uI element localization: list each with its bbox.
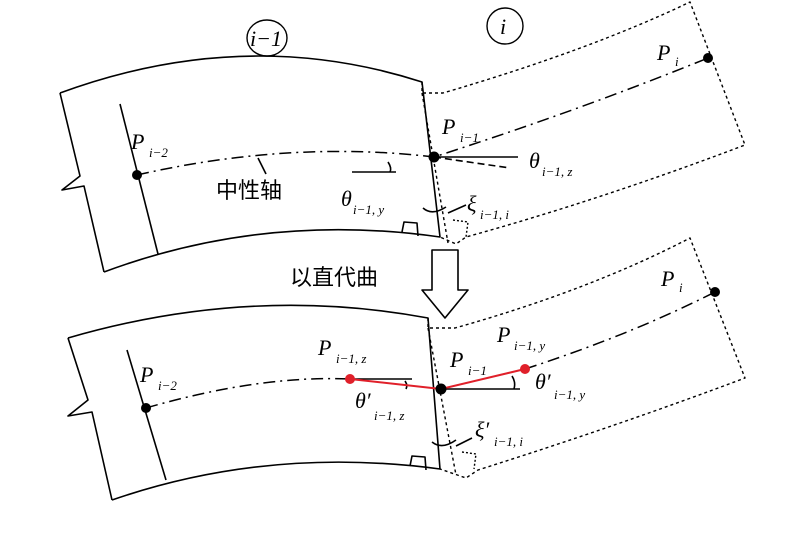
label-xi-bottom-sub: i−1, i	[494, 434, 523, 449]
right-angle-mark	[401, 221, 419, 237]
point-p-i-bottom	[710, 287, 720, 297]
bottom-section-line-prev	[126, 349, 167, 481]
bottom-joint-dotted-box	[461, 451, 477, 470]
bottom-neutral-axis-line	[145, 291, 716, 409]
label-theta-z-top: θ	[529, 148, 540, 173]
bottom-segment-prev-outline	[67, 304, 441, 501]
chord-y	[440, 368, 526, 390]
label-xi-top: ξ	[467, 191, 477, 216]
point-p-im1-z	[345, 374, 355, 384]
label-p-i-bottom-sub: i	[679, 280, 683, 295]
joint-dotted-box	[452, 219, 469, 238]
label-xi-bottom: ξ′	[475, 417, 490, 442]
neutral-axis-label: 中性轴	[216, 179, 282, 204]
transform-arrow	[421, 249, 469, 319]
bottom-diagram	[67, 237, 746, 501]
label-p-i-bottom: P	[660, 266, 674, 291]
chord-z	[349, 378, 442, 390]
xi-leader	[447, 204, 467, 214]
top-diagram	[59, 1, 746, 273]
label-p-i-top-sub: i	[675, 54, 679, 69]
xi-arc	[422, 206, 447, 213]
neutral-axis-line	[136, 57, 709, 176]
point-p-im1-y	[520, 364, 530, 374]
label-theta-y-top: θ	[341, 186, 352, 211]
point-p-i-top	[703, 53, 713, 63]
segment-curr-outline	[421, 1, 746, 245]
segment-prev-circle	[246, 19, 288, 57]
label-p-im2-bottom-sub: i−2	[158, 378, 177, 393]
label-p-im1-top-sub: i−1	[460, 130, 479, 145]
label-p-i-top: P	[656, 40, 670, 65]
label-p-im2-top: P	[130, 129, 144, 154]
segment-curr-inner-edge	[421, 92, 449, 244]
label-p-im2-bottom: P	[139, 362, 153, 387]
bottom-xi-arc	[431, 439, 457, 447]
label-p-im1z-sub: i−1, z	[336, 351, 366, 366]
point-p-im2-top	[132, 170, 142, 180]
point-p-im2-bottom	[141, 403, 151, 413]
label-p-im1-bottom: P	[449, 347, 463, 372]
bottom-right-angle-mark	[409, 455, 427, 471]
theta-z-tangent	[433, 156, 511, 169]
label-p-im1y-sub: i−1, y	[514, 338, 545, 353]
label-p-im1z: P	[317, 335, 331, 360]
label-p-im1y: P	[496, 322, 510, 347]
label-p-im2-top-sub: i−2	[149, 145, 168, 160]
point-p-im1-top	[428, 151, 440, 163]
label-theta-z-top-sub: i−1, z	[542, 164, 572, 179]
label-theta-y-bottom: θ′	[535, 369, 552, 394]
bottom-theta-y-arc	[511, 375, 516, 390]
label-xi-top-sub: i−1, i	[480, 207, 509, 222]
bottom-break-line	[67, 337, 113, 501]
neutral-axis-leader	[257, 157, 267, 175]
break-line	[59, 92, 105, 273]
bottom-segment-curr-outline	[427, 237, 746, 479]
label-p-im1-top: P	[441, 114, 455, 139]
bottom-xi-leader	[455, 437, 473, 447]
theta-y-arc	[387, 161, 392, 173]
label-theta-z-bottom: θ′	[355, 388, 372, 413]
segment-curr-circle	[486, 7, 524, 45]
segment-prev-outline	[59, 55, 441, 273]
label-p-im1-bottom-sub: i−1	[468, 363, 487, 378]
transform-label: 以直代曲	[290, 266, 378, 291]
point-p-im1-bottom	[435, 383, 447, 395]
segment-prev-label: i−1	[250, 26, 282, 51]
bottom-segment-curr-inner-edge	[427, 327, 457, 476]
label-theta-z-bottom-sub: i−1, z	[374, 408, 404, 423]
label-theta-y-top-sub: i−1, y	[353, 202, 384, 217]
segment-curr-label: i	[500, 14, 506, 39]
label-theta-y-bottom-sub: i−1, y	[554, 387, 585, 402]
